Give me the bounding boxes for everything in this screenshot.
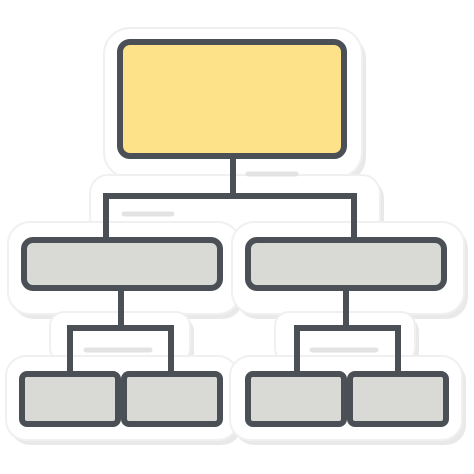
root-node-box: [117, 39, 347, 159]
connector-lines: [67, 153, 401, 377]
child-node-right-box: [245, 237, 447, 291]
leaf-node-3-box: [245, 371, 347, 427]
sticker-highlight-lines: [83, 171, 379, 353]
leaf-node-2-box: [121, 371, 223, 427]
leaf-node-1-box: [19, 371, 121, 427]
child-node-left-box: [21, 237, 223, 291]
leaf-node-4-box: [347, 371, 449, 427]
